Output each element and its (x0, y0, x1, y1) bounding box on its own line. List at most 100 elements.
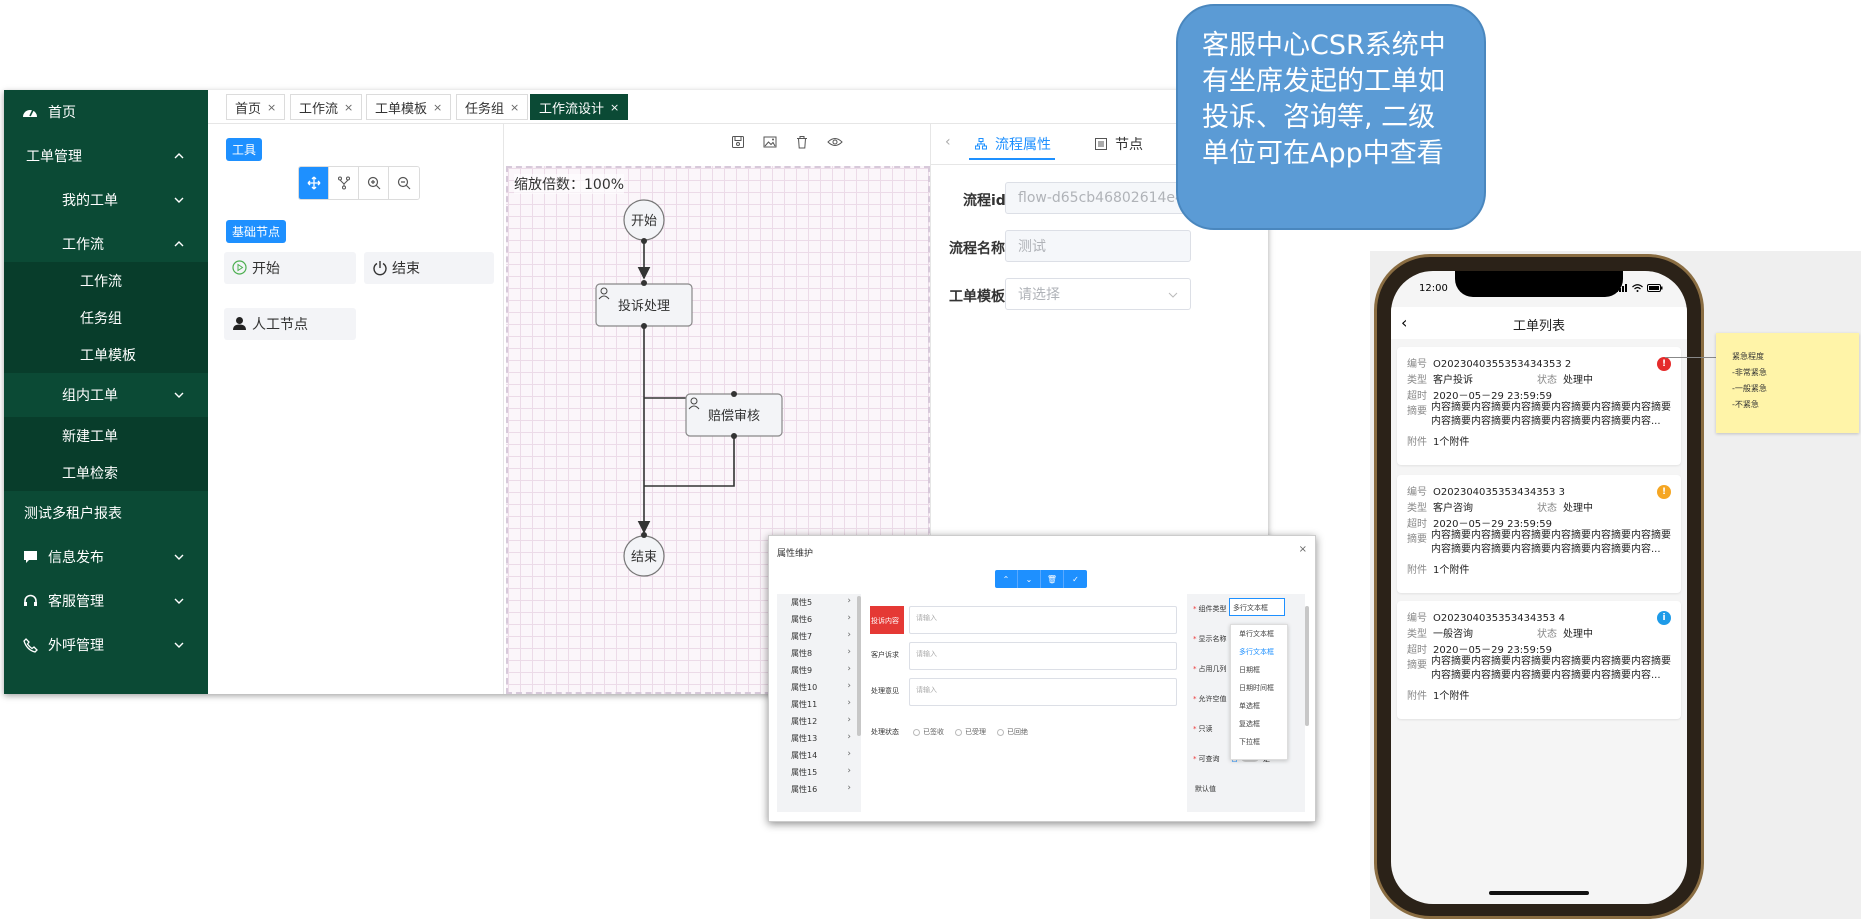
annotation-callout: 客服中心CSR系统中有坐席发起的工单如投诉、咨询等, 二级单位可在App中查看 (1176, 4, 1486, 230)
dropdown-option[interactable]: 单行文本框 (1239, 630, 1274, 638)
sidebar-item-home[interactable]: 首页 (4, 90, 208, 134)
attribute-item[interactable]: 属性15› (791, 766, 851, 777)
dropdown-option-selected[interactable]: 多行文本框 (1239, 648, 1274, 656)
move-up-button[interactable]: ⌃ (995, 570, 1018, 588)
close-icon[interactable]: × (610, 100, 620, 114)
attribute-list-scrollbar[interactable] (857, 596, 861, 736)
sidebar-item-my-tickets[interactable]: 我的工单 (4, 178, 208, 222)
tab-node-properties[interactable]: 节点 (1095, 134, 1143, 154)
sidebar-item-outbound-call[interactable]: 外呼管理 (4, 623, 208, 667)
attribute-item[interactable]: 属性14› (791, 749, 851, 760)
attribute-item[interactable]: 属性9› (791, 664, 851, 675)
sidebar-item-group-tickets[interactable]: 组内工单 (4, 373, 208, 417)
status-radio-accepted[interactable]: 已受理 (955, 727, 986, 737)
preview-eye-icon[interactable] (827, 135, 843, 149)
component-type-select[interactable]: 多行文本框 (1229, 598, 1285, 616)
sidebar-item-label: 客服管理 (48, 594, 104, 610)
tab-home[interactable]: 首页× (226, 94, 286, 120)
sidebar-item-workflow[interactable]: 工作流 (4, 262, 208, 299)
attribute-item[interactable]: 属性10› (791, 681, 851, 692)
tools-tag: 工具 (226, 138, 263, 161)
compensation-node[interactable]: 赔偿审核 (685, 391, 783, 439)
chevron-down-icon (174, 392, 184, 398)
flow-id-field[interactable]: flow-d65cb46802614e4e... (1005, 182, 1195, 214)
back-arrow-icon[interactable]: ‹ (1401, 313, 1408, 332)
chevron-right-icon: › (847, 647, 851, 657)
dropdown-option[interactable]: 下拉框 (1239, 738, 1260, 746)
node-label: 结束 (392, 261, 420, 277)
config-scrollbar[interactable] (1305, 606, 1309, 726)
chevron-right-icon: › (847, 613, 851, 623)
status-radio-signed[interactable]: 已签收 (913, 727, 944, 737)
sidebar-item-info-publish[interactable]: 信息发布 (4, 535, 208, 579)
sidebar-item-workflow-group[interactable]: 工作流 (4, 222, 208, 266)
handling-opinion-input[interactable]: 请输入 (909, 678, 1177, 706)
tab-task-group[interactable]: 任务组× (456, 94, 529, 120)
field-key: 超时 (1407, 391, 1427, 402)
sidebar-item-customer-service[interactable]: 客服管理 (4, 579, 208, 623)
save-icon[interactable] (731, 135, 745, 149)
status-radio-rejected[interactable]: 已回绝 (997, 727, 1028, 737)
attribute-item[interactable]: 属性6› (791, 613, 851, 624)
field-key: 摘要 (1407, 534, 1427, 545)
attribute-item[interactable]: 属性16› (791, 783, 851, 794)
tab-workflow[interactable]: 工作流× (290, 94, 363, 120)
attribute-item[interactable]: 属性5› (791, 596, 851, 607)
home-indicator[interactable] (1489, 891, 1589, 895)
sidebar-item-task-group[interactable]: 任务组 (4, 299, 208, 336)
chevron-left-icon[interactable]: ‹ (945, 134, 951, 150)
close-icon[interactable]: × (510, 100, 520, 114)
delete-icon[interactable] (795, 135, 809, 149)
zoom-out-button[interactable] (389, 167, 419, 199)
attribute-item[interactable]: 属性13› (791, 732, 851, 743)
start-node-template[interactable]: 开始 (224, 252, 356, 284)
sidebar-item-new-ticket[interactable]: 新建工单 (4, 417, 208, 454)
complaint-content-input[interactable]: 请输入 (909, 606, 1177, 634)
move-down-button[interactable]: ⌄ (1018, 570, 1041, 588)
sidebar-item-ticket-search[interactable]: 工单检索 (4, 454, 208, 491)
sidebar-item-label: 工单检索 (62, 465, 118, 482)
flow-edge-compensation-to-end[interactable] (644, 438, 735, 487)
chevron-right-icon: › (847, 715, 851, 725)
ticket-deadline: 2020－05－29 23:59:59 (1433, 519, 1552, 530)
end-node-template[interactable]: 结束 (364, 252, 494, 284)
tab-workflow-design[interactable]: 工作流设计× (530, 94, 629, 120)
tab-ticket-template[interactable]: 工单模板× (366, 94, 452, 120)
zoom-in-button[interactable] (359, 167, 389, 199)
delete-button[interactable]: 🗑 (1041, 570, 1064, 588)
attribute-item[interactable]: 属性8› (791, 647, 851, 658)
manual-node-template[interactable]: 人工节点 (224, 308, 356, 340)
sidebar-item-multitenant-report[interactable]: 测试多租户报表 (4, 491, 208, 535)
end-node[interactable]: 结束 (623, 532, 665, 577)
tab-flow-properties[interactable]: 流程属性 (975, 134, 1051, 154)
attribute-item[interactable]: 属性11› (791, 698, 851, 709)
flow-name-field[interactable]: 测试 (1005, 230, 1191, 262)
image-icon[interactable] (763, 135, 777, 149)
attribute-item[interactable]: 属性7› (791, 630, 851, 641)
sidebar-item-ticket-management[interactable]: 工单管理 (4, 134, 208, 178)
field-label: 处理意见 (871, 687, 899, 695)
move-tool-button[interactable] (299, 167, 329, 199)
start-node[interactable]: 开始 (623, 199, 665, 244)
dropdown-option[interactable]: 日期框 (1239, 666, 1260, 674)
close-icon[interactable]: × (344, 100, 354, 114)
ticket-template-select[interactable]: 请选择 (1005, 278, 1191, 310)
attribute-item[interactable]: 属性12› (791, 715, 851, 726)
connect-tool-button[interactable] (329, 167, 359, 199)
sidebar-item-label: 外呼管理 (48, 638, 104, 654)
dropdown-option[interactable]: 日期时间框 (1239, 684, 1274, 692)
close-icon[interactable]: × (433, 100, 443, 114)
close-icon[interactable]: × (1298, 544, 1307, 555)
close-icon[interactable]: × (267, 100, 277, 114)
sidebar-item-ticket-template[interactable]: 工单模板 (4, 336, 208, 373)
complaint-node[interactable]: 投诉处理 (595, 280, 693, 329)
confirm-button[interactable]: ✓ (1072, 574, 1079, 584)
dropdown-option[interactable]: 单选框 (1239, 702, 1260, 710)
dropdown-option[interactable]: 复选框 (1239, 720, 1260, 728)
customer-demand-input[interactable]: 请输入 (909, 642, 1177, 670)
